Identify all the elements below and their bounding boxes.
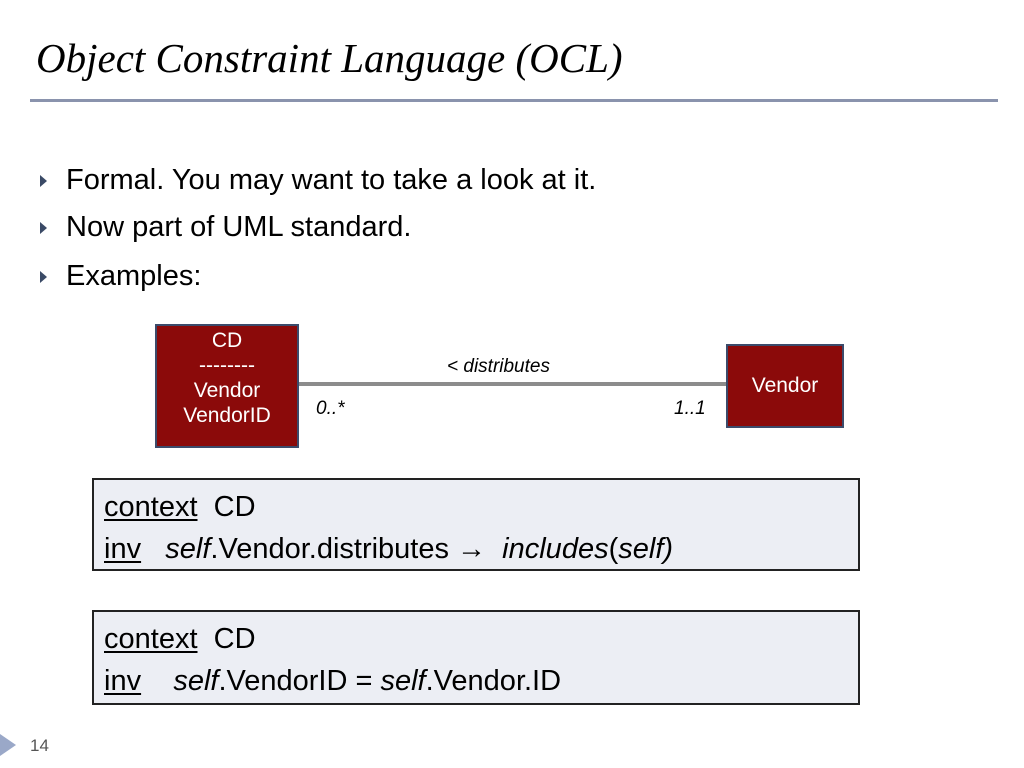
cd-class-separator: -------- (199, 353, 255, 377)
ocl-inv-line: inv self.VendorID = self.Vendor.ID (104, 667, 561, 696)
open-paren: ( (608, 533, 619, 565)
context-keyword: context (104, 623, 198, 655)
includes-op: includes (502, 533, 609, 565)
inv-keyword: inv (104, 533, 142, 565)
vendor-class-box: Vendor (726, 344, 844, 428)
arrow-operator: → (457, 533, 487, 565)
bullet-arrow-icon (40, 222, 47, 234)
context-name: CD (213, 623, 256, 655)
bullet-arrow-icon (40, 271, 47, 283)
bullet-text: Now part of UML standard. (66, 211, 412, 243)
vendor-class-name: Vendor (751, 374, 819, 397)
ocl-context-line: context CD (104, 493, 256, 522)
slide-title: Object Constraint Language (OCL) (36, 35, 623, 81)
context-name: CD (213, 491, 256, 523)
inv-keyword: inv (104, 665, 142, 697)
self-ref: self (165, 533, 211, 565)
ocl-constraint-1: context CD inv self.Vendor.distributes →… (92, 478, 860, 571)
ocl-expression: .Vendor.ID (425, 665, 562, 697)
bullet-text: Examples: (66, 260, 202, 292)
right-multiplicity: 1..1 (674, 398, 706, 419)
bullet-text: Formal. You may want to take a look at i… (66, 164, 597, 196)
ocl-inv-line: inv self.Vendor.distributes → includes(s… (104, 535, 673, 564)
cd-attribute-vendorid: VendorID (183, 403, 271, 427)
page-arrow-icon (0, 734, 16, 756)
left-multiplicity: 0..* (316, 398, 345, 419)
ocl-constraint-2: context CD inv self.VendorID = self.Vend… (92, 610, 860, 705)
self-ref: self (380, 665, 426, 697)
association-name: < distributes (447, 356, 550, 377)
page-number: 14 (30, 736, 49, 755)
self-ref: self) (618, 533, 674, 565)
context-keyword: context (104, 491, 198, 523)
cd-class-name: CD (211, 329, 243, 352)
self-ref: self (173, 665, 219, 697)
cd-class-box: CD -------- Vendor VendorID (155, 324, 299, 448)
ocl-expression: .Vendor.distributes (210, 533, 458, 565)
ocl-expression: .VendorID = (218, 665, 381, 697)
cd-attribute-vendor: Vendor (193, 378, 261, 402)
bullet-arrow-icon (40, 175, 47, 187)
ocl-context-line: context CD (104, 625, 256, 654)
title-divider (30, 99, 998, 102)
association-line (299, 382, 726, 386)
